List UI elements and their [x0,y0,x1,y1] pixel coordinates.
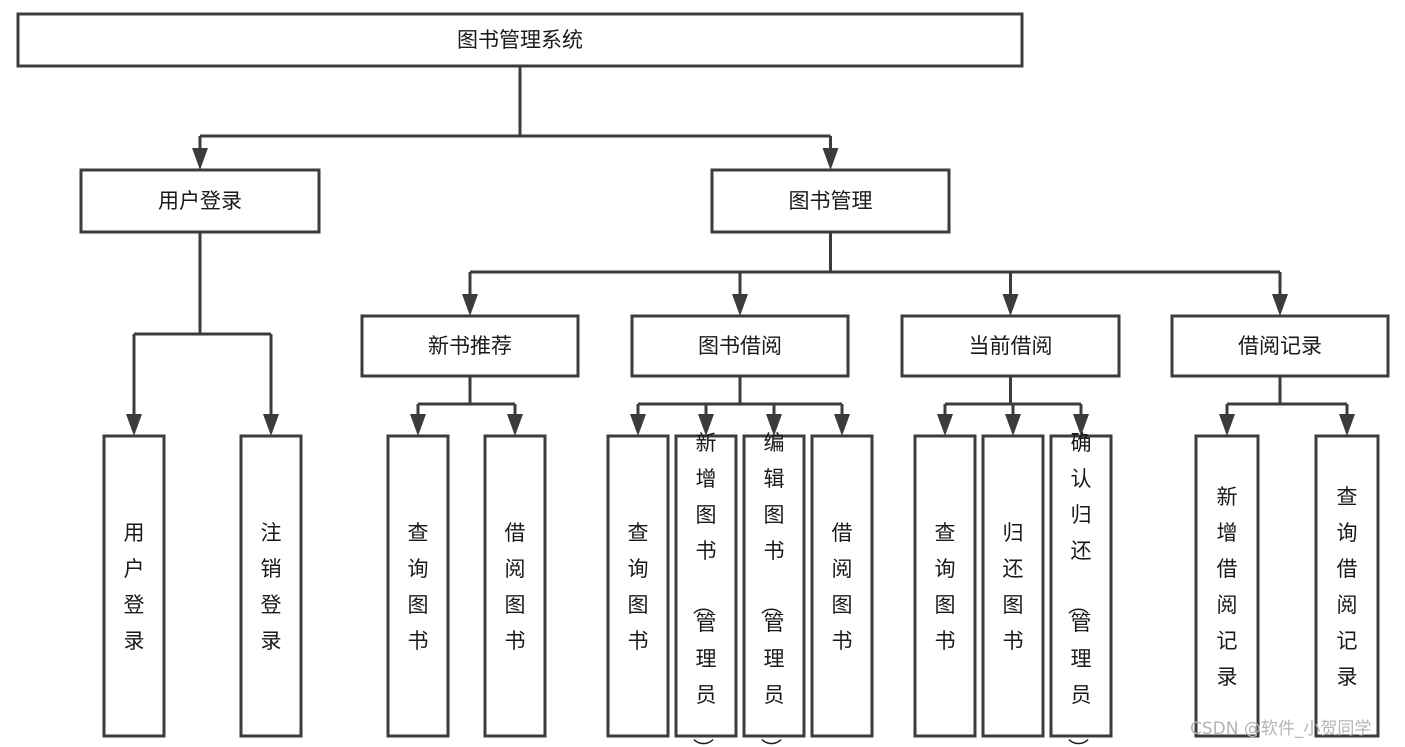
arrow-head-icon [192,148,208,170]
node-label-leaf-logout: 注销登录 [261,521,282,653]
node-box-leaf-add-book[interactable] [674,434,738,738]
arrow-head-icon [1005,414,1021,436]
node-box-leaf-query-book-1[interactable] [386,434,450,738]
node-leaf-query-book-3[interactable]: 查询图书 [913,434,977,738]
connector-layer [126,66,1355,436]
node-leaf-add-record[interactable]: 新增借阅记录 [1194,434,1260,738]
arrow-head-icon [263,414,279,436]
node-box-root[interactable] [16,12,1024,68]
connector-group-new-book-recommend [410,376,523,436]
arrow-head-icon [1002,294,1019,316]
arrow-head-icon [507,414,523,436]
node-box-leaf-query-book-3[interactable] [913,434,977,738]
node-leaf-return-book[interactable]: 归还图书 [981,434,1045,738]
arrow-head-icon [822,148,839,170]
node-book-borrow[interactable]: 图书借阅 [630,314,850,378]
node-box-leaf-confirm-return[interactable] [1049,434,1113,738]
node-label-leaf-borrow-book-2: 借阅图书 [832,521,853,653]
connector-group-root [192,66,839,170]
node-current-borrow[interactable]: 当前借阅 [900,314,1121,378]
node-leaf-borrow-book-1[interactable]: 借阅图书 [483,434,547,738]
node-leaf-confirm-return[interactable]: 确认归还（管理员） [1049,431,1113,747]
arrow-head-icon [1272,294,1288,316]
node-label-leaf-query-record: 查询借阅记录 [1337,485,1358,689]
node-label-leaf-add-book: 新增图书（管理员） [691,431,717,747]
arrow-head-icon [766,414,782,436]
node-new-book-recommend[interactable]: 新书推荐 [360,314,580,378]
node-leaf-query-record[interactable]: 查询借阅记录 [1314,434,1380,738]
node-label-book-manage-module: 图书管理 [789,189,873,213]
node-box-leaf-borrow-book-2[interactable] [810,434,874,738]
node-box-borrow-record[interactable] [1170,314,1390,378]
node-leaf-borrow-book-2[interactable]: 借阅图书 [810,434,874,738]
node-leaf-query-book-1[interactable]: 查询图书 [386,434,450,738]
node-box-book-borrow[interactable] [630,314,850,378]
arrow-head-icon [630,414,646,436]
node-label-leaf-return-book: 归还图书 [1003,521,1024,653]
arrow-head-icon [698,414,714,436]
node-label-leaf-query-book-1: 查询图书 [408,521,429,653]
node-box-leaf-query-record[interactable] [1314,434,1380,738]
node-box-leaf-borrow-book-1[interactable] [483,434,547,738]
connector-group-book-manage-module [462,232,1288,316]
node-root[interactable]: 图书管理系统 [16,12,1024,68]
node-leaf-logout[interactable]: 注销登录 [239,434,303,738]
arrow-head-icon [1073,414,1089,436]
node-label-leaf-confirm-return: 确认归还（管理员） [1066,431,1092,747]
node-label-leaf-edit-book: 编辑图书（管理员） [759,431,785,747]
node-label-leaf-user-login: 用户登录 [124,521,145,653]
node-box-leaf-edit-book[interactable] [742,434,806,738]
node-book-manage-module[interactable]: 图书管理 [710,168,951,234]
node-label-borrow-record: 借阅记录 [1238,334,1322,358]
node-box-new-book-recommend[interactable] [360,314,580,378]
arrow-head-icon [1339,414,1355,436]
node-layer: 图书管理系统用户登录图书管理新书推荐图书借阅当前借阅借阅记录用户登录注销登录查询… [16,12,1390,747]
node-leaf-user-login[interactable]: 用户登录 [102,434,166,738]
node-label-leaf-query-book-3: 查询图书 [935,521,956,653]
node-box-leaf-logout[interactable] [239,434,303,738]
node-leaf-query-book-2[interactable]: 查询图书 [606,434,670,738]
node-label-leaf-query-book-2: 查询图书 [628,521,649,653]
node-label-book-borrow: 图书借阅 [698,334,782,358]
node-box-book-manage-module[interactable] [710,168,951,234]
connector-group-book-borrow [630,376,850,436]
node-box-leaf-user-login[interactable] [102,434,166,738]
node-label-user-login-module: 用户登录 [158,189,242,213]
node-label-current-borrow: 当前借阅 [969,334,1053,358]
node-box-current-borrow[interactable] [900,314,1121,378]
node-user-login-module[interactable]: 用户登录 [79,168,321,234]
node-label-leaf-borrow-book-1: 借阅图书 [505,521,526,653]
arrow-head-icon [410,414,426,436]
node-leaf-add-book[interactable]: 新增图书（管理员） [674,431,738,747]
arrow-head-icon [937,414,953,436]
arrow-head-icon [732,294,748,316]
node-leaf-edit-book[interactable]: 编辑图书（管理员） [742,431,806,747]
node-box-leaf-add-record[interactable] [1194,434,1260,738]
connector-group-current-borrow [937,376,1089,436]
arrow-head-icon [462,294,478,316]
node-label-leaf-add-record: 新增借阅记录 [1217,485,1238,689]
connector-group-user-login-module [126,232,279,436]
node-box-leaf-return-book[interactable] [981,434,1045,738]
connector-group-borrow-record [1219,376,1355,436]
arrow-head-icon [126,414,142,436]
node-label-new-book-recommend: 新书推荐 [428,334,512,358]
node-box-user-login-module[interactable] [79,168,321,234]
node-box-leaf-query-book-2[interactable] [606,434,670,738]
arrow-head-icon [1219,414,1235,436]
node-borrow-record[interactable]: 借阅记录 [1170,314,1390,378]
arrow-head-icon [834,414,850,436]
node-label-root: 图书管理系统 [457,28,583,52]
